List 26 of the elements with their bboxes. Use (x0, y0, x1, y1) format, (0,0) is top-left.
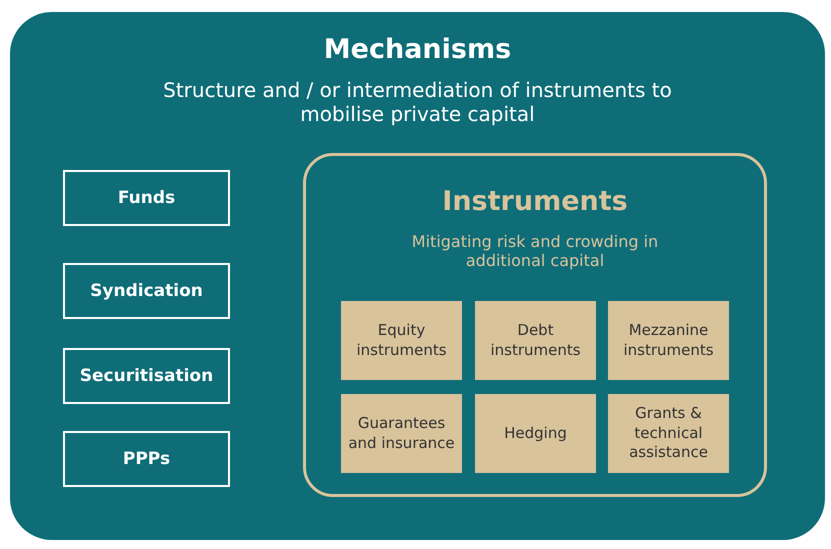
box-label: Equity instruments (355, 321, 448, 360)
instrument-box (341, 394, 462, 473)
mechanism-box (63, 431, 230, 487)
mechanism-box (63, 170, 230, 226)
mechanism-box (63, 348, 230, 404)
panel-subtitle: Structure and / or intermediation of instruments to mobilise private capital (162, 78, 673, 126)
instruments-panel (303, 153, 767, 497)
box-label: Hedging (503, 424, 568, 444)
box-label: Syndication (89, 280, 204, 302)
mechanism-box (63, 263, 230, 319)
box-label: Guarantees and insurance (347, 414, 456, 453)
box-label: Grants & technical assistance (628, 404, 709, 463)
panel-title: Mechanisms (322, 34, 512, 65)
box-label: Funds (116, 186, 176, 210)
instrument-box (475, 301, 596, 380)
instrument-box (608, 394, 729, 473)
box-label: PPPs (122, 448, 172, 470)
panel-subtitle: Mitigating risk and crowding in additional capital (410, 232, 660, 270)
box-label: Debt instruments (489, 321, 582, 360)
panel-title: Instruments (441, 186, 629, 217)
instrument-box (341, 301, 462, 380)
box-label: Securitisation (78, 364, 214, 388)
instrument-box (475, 394, 596, 473)
instrument-box (608, 301, 729, 380)
box-label: Mezzanine instruments (622, 321, 715, 360)
mechanisms-panel (10, 12, 825, 540)
